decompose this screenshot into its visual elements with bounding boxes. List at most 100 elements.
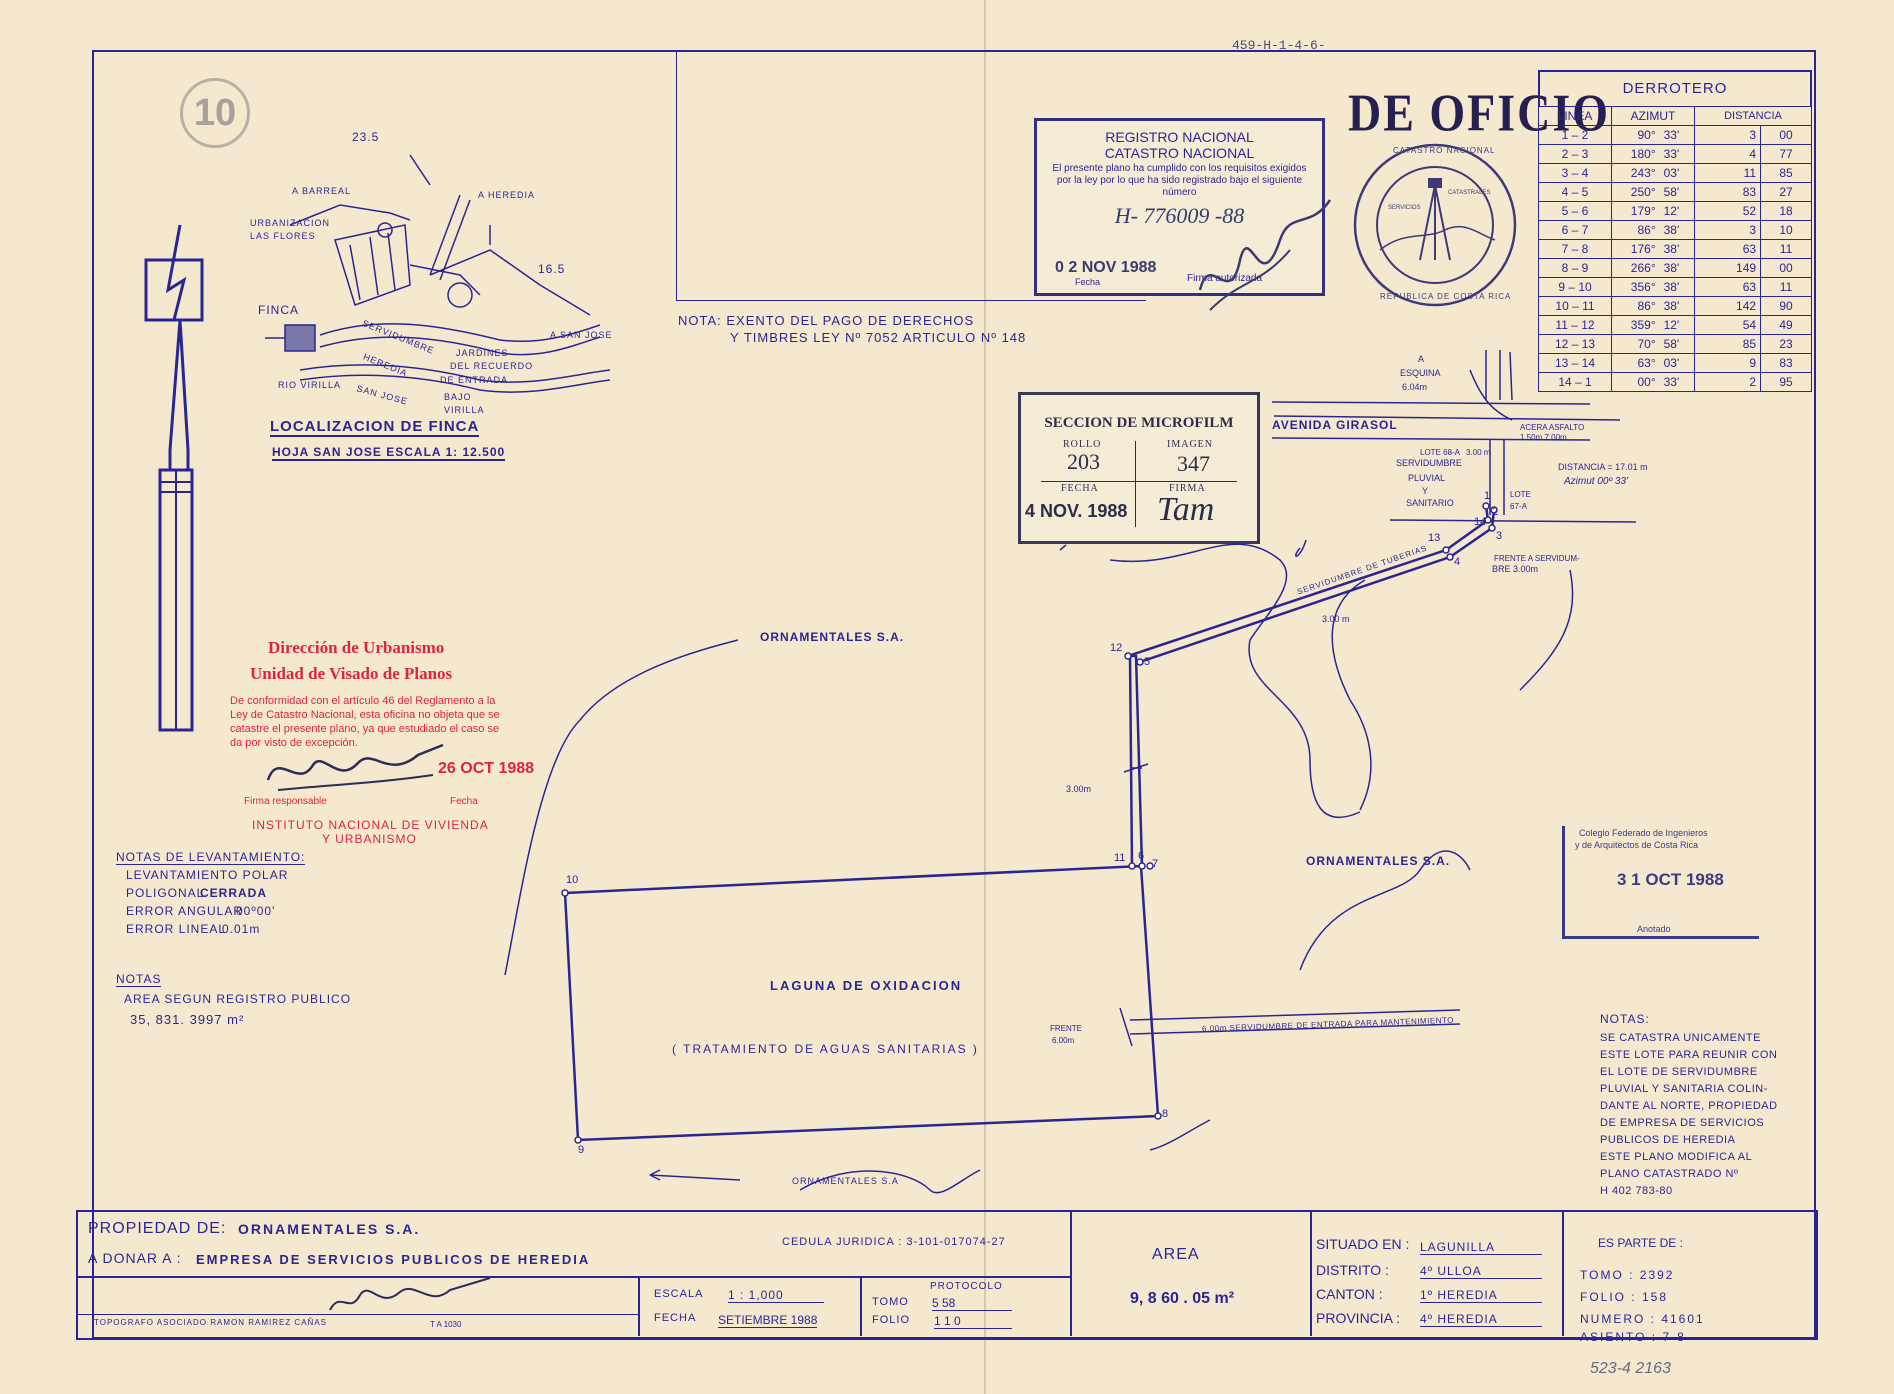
derrotero-header-azimut: AZIMUT [1611,106,1695,126]
map-label-a-san-jose: A SAN JOSE [550,330,613,340]
vertex-9: 9 [578,1144,585,1156]
notas-right-line: DANTE AL NORTE, PROPIEDAD [1600,1100,1778,1112]
urbanismo-title2: Unidad de Visado de Planos [250,664,453,683]
lote67-label1: LOTE [1510,490,1531,499]
registro-date: 0 2 NOV 1988 [1055,259,1157,276]
tb-donar: EMPRESA DE SERVICIOS PUBLICOS DE HEREDIA [196,1252,591,1267]
map-label-bajo2: VIRILLA [444,405,485,415]
tb-div3 [1562,1212,1564,1336]
tb-protocolo: PROTOCOLO [930,1281,1003,1292]
notas-right-title: NOTAS: [1600,1012,1650,1026]
frente-servidumbre-1: FRENTE A SERVIDUM- [1494,554,1580,563]
tb-area-label: AREA [1152,1246,1200,1263]
colegio-stamp: Colegio Federado de Ingenieros y de Arqu… [1562,826,1759,939]
width-300b-label: 3.00m [1066,784,1092,794]
nota-exento-line2: Y TIMBRES LEY Nº 7052 ARTICULO Nº 148 [730,330,1027,345]
derrotero-cell-dist-m: 2 [1693,372,1762,392]
servidumbre-label3: Y [1422,486,1429,496]
location-map-title: LOCALIZACION DE FINCA [270,418,480,437]
notas-levantamiento-l4b: 0.01m [222,922,261,936]
map-label-urb2: LAS FLORES [250,231,316,241]
notas-levantamiento-l2a: POLIGONAL [126,886,205,900]
microfilm-imagen: 347 [1177,451,1210,476]
registro-signature-icon [1198,199,1332,311]
microfilm-stamp: SECCION DE MICROFILM ROLLO 203 IMAGEN 34… [1018,392,1260,544]
frente-600-label1: FRENTE [1050,1024,1082,1033]
vertex-2: 2 [1492,506,1499,518]
paper-fold [984,0,986,1394]
ornamentales-bottom-label: ORNAMENTALES S.A [792,1176,899,1186]
avenida-label: AVENIDA GIRASOL [1272,418,1398,432]
esquina-label3: 6.04m [1402,382,1428,392]
tb-donar-label: A DONAR A : [88,1250,182,1266]
notas-levantamiento-title: NOTAS DE LEVANTAMIENTO: [116,850,306,865]
vertex-1: 1 [1484,490,1491,502]
notas-area-title: NOTAS [116,972,162,987]
tb-ta: T A 1030 [430,1320,462,1329]
microfilm-fecha: 4 NOV. 1988 [1025,501,1128,521]
registro-fecha-label: Fecha [1075,277,1101,287]
urbanismo-inst1: INSTITUTO NACIONAL DE VIVIENDA [252,818,489,832]
tb-hline1 [78,1276,1070,1278]
tb-tomo: 5 58 [932,1296,1012,1311]
sheet-number-circle: 10 [180,78,250,148]
derrotero-cell-min: 33' [1659,125,1695,145]
tb-area: 9, 8 60 . 05 m² [1130,1290,1235,1307]
notas-right-line: ESTE LOTE PARA REUNIR CON [1600,1049,1778,1061]
seal-ring-top: CATASTRO NACIONAL [1393,146,1496,155]
derrotero-title: DERROTERO [1538,70,1812,106]
derrotero-cell-dist-cm: 83 [1760,353,1812,373]
map-label-rio: RIO VIRILLA [278,380,342,390]
lote68-label: LOTE 68-A [1420,448,1461,457]
map-label-bajo1: BAJO [444,392,472,402]
registro-body: El presente plano ha cumplido con los re… [1052,163,1307,198]
tb-cedula: CEDULA JURIDICA : 3-101-017074-27 [782,1236,1006,1248]
sheet-number: 10 [193,92,237,134]
vertex-6: 6 [1138,850,1145,862]
tb-canton: 1º HEREDIA [1420,1288,1542,1303]
derrotero-cell-deg: 86° [1610,220,1660,240]
tb-provincia: 4º HEREDIA [1420,1312,1542,1327]
notas-area-l2: 35, 831. 3997 m² [130,1012,245,1027]
vertex-11: 11 [1114,852,1126,864]
urbanismo-body: De conformidad con el artículo 46 del Re… [230,695,500,749]
tb-folio: 1 1 0 [934,1314,1012,1329]
tb-signature-icon [329,1277,491,1311]
notas-area-l1: AREA SEGUN REGISTRO PUBLICO [124,992,352,1006]
derrotero-cell-min: 12' [1659,315,1695,335]
registro-line2: CATASTRO NACIONAL [1104,145,1255,161]
microfilm-firma-label: FIRMA [1169,483,1206,494]
derrotero-cell-deg: 90° [1610,125,1660,145]
esquina-label1: A [1418,354,1425,364]
derrotero-cell-min: 58' [1659,334,1695,354]
tb-numero: NUMERO : 41601 [1580,1312,1705,1326]
derrotero-cell-deg: 63° [1610,353,1660,373]
derrotero-cell-dist-m: 63 [1693,277,1762,297]
map-label-a-heredia: A HEREDIA [478,190,536,200]
derrotero-cell-deg: 266° [1610,258,1660,278]
registro-firma-label: Firma autorizada [1187,273,1263,284]
microfilm-divider-v [1135,441,1136,527]
urbanismo-inst2: Y URBANISMO [322,832,417,846]
servidumbre-label2: PLUVIAL [1408,473,1446,483]
tb-div1 [1070,1212,1072,1336]
colegio-line1: Colegio Federado de Ingenieros [1579,828,1708,838]
notas-right-line: H 402 783-80 [1600,1185,1673,1197]
tb-situado-label: SITUADO EN : [1316,1236,1410,1252]
document-number: 459-H-1-4-6- [1232,38,1326,53]
derrotero-cell-deg: 86° [1610,296,1660,316]
tb-div2 [1310,1212,1312,1336]
derrotero-cell-deg: 179° [1610,201,1660,221]
colegio-date: 3 1 OCT 1988 [1617,870,1724,889]
tb-tomo-label: TOMO [872,1296,909,1308]
tb-propiedad-label: PROPIEDAD DE: [88,1220,227,1237]
microfilm-title: SECCION DE MICROFILM [1044,415,1234,431]
vertex-12: 12 [1110,642,1123,654]
